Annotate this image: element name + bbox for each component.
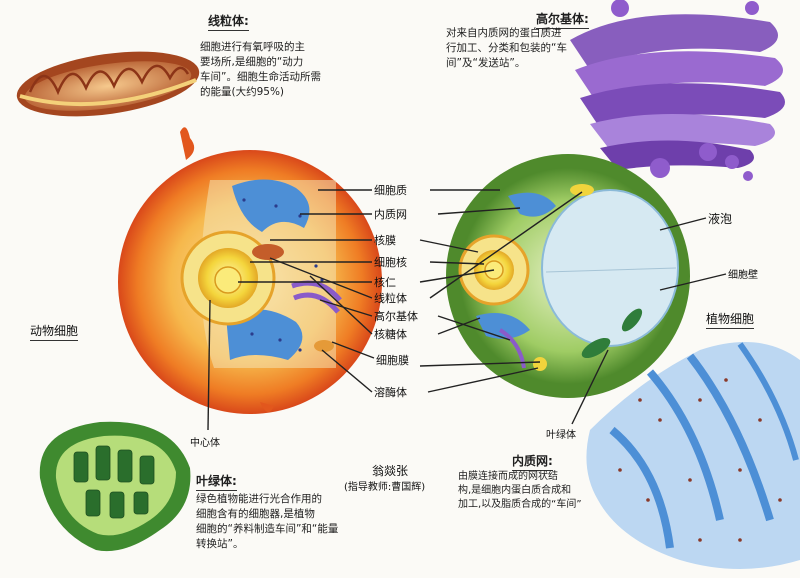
cell-wall-label: 细胞壁 bbox=[728, 270, 758, 281]
label-nucleus: 细胞核 bbox=[374, 256, 407, 269]
plant-cell-label: 植物细胞 bbox=[706, 310, 755, 329]
vacuole-label: 液泡 bbox=[708, 212, 733, 226]
label-nucleolus: 核仁 bbox=[374, 276, 396, 289]
label-ribosome: 核糖体 bbox=[374, 328, 407, 341]
label-nuclear-membrane: 核膜 bbox=[374, 234, 396, 247]
er-illustration bbox=[586, 342, 800, 569]
teacher-name: (指导教师:曹国辉) bbox=[344, 482, 426, 493]
label-cytoplasm: 细胞质 bbox=[374, 184, 407, 197]
mitochondria-title: 线粒体: bbox=[208, 12, 249, 31]
chloroplast-illustration bbox=[39, 421, 191, 552]
centriole-label: 中心体 bbox=[190, 438, 220, 449]
label-lysosome: 溶酶体 bbox=[374, 386, 407, 399]
er-title: 内质网: bbox=[512, 452, 553, 471]
golgi-title: 高尔基体: bbox=[536, 10, 589, 29]
chloroplast-title: 叶绿体: bbox=[196, 472, 237, 491]
animal-cell-label: 动物细胞 bbox=[30, 322, 79, 341]
er-desc: 由膜连接而成的网状结 构,是细胞内蛋白质合成和 加工,以及脂质合成的“车间” bbox=[458, 471, 582, 510]
animal-cell bbox=[118, 127, 382, 414]
small-chloroplast-label: 叶绿体 bbox=[546, 430, 576, 441]
mitochondria-desc: 细胞进行有氧呼吸的主 要场所,是细胞的“动力 车间”。细胞生命活动所需 的能量(… bbox=[200, 41, 321, 98]
golgi-illustration bbox=[570, 0, 785, 181]
leader-lines bbox=[207, 189, 727, 431]
label-er: 内质网 bbox=[374, 208, 407, 221]
mitochondrion-illustration bbox=[16, 51, 200, 117]
author-name: 翁燚张 bbox=[372, 464, 409, 478]
golgi-desc: 对来自内质网的蛋白质进 行加工、分类和包装的“车 间”及“发送站”。 bbox=[446, 27, 567, 69]
chloroplast-desc: 绿色植物能进行光合作用的 细胞含有的细胞器,是植物 细胞的“养料制造车间”和“能… bbox=[196, 493, 339, 550]
label-cell-membrane: 细胞膜 bbox=[376, 354, 409, 367]
plant-cell bbox=[446, 154, 690, 398]
label-mitochondria: 线粒体 bbox=[374, 292, 407, 305]
label-golgi: 高尔基体 bbox=[374, 310, 418, 323]
